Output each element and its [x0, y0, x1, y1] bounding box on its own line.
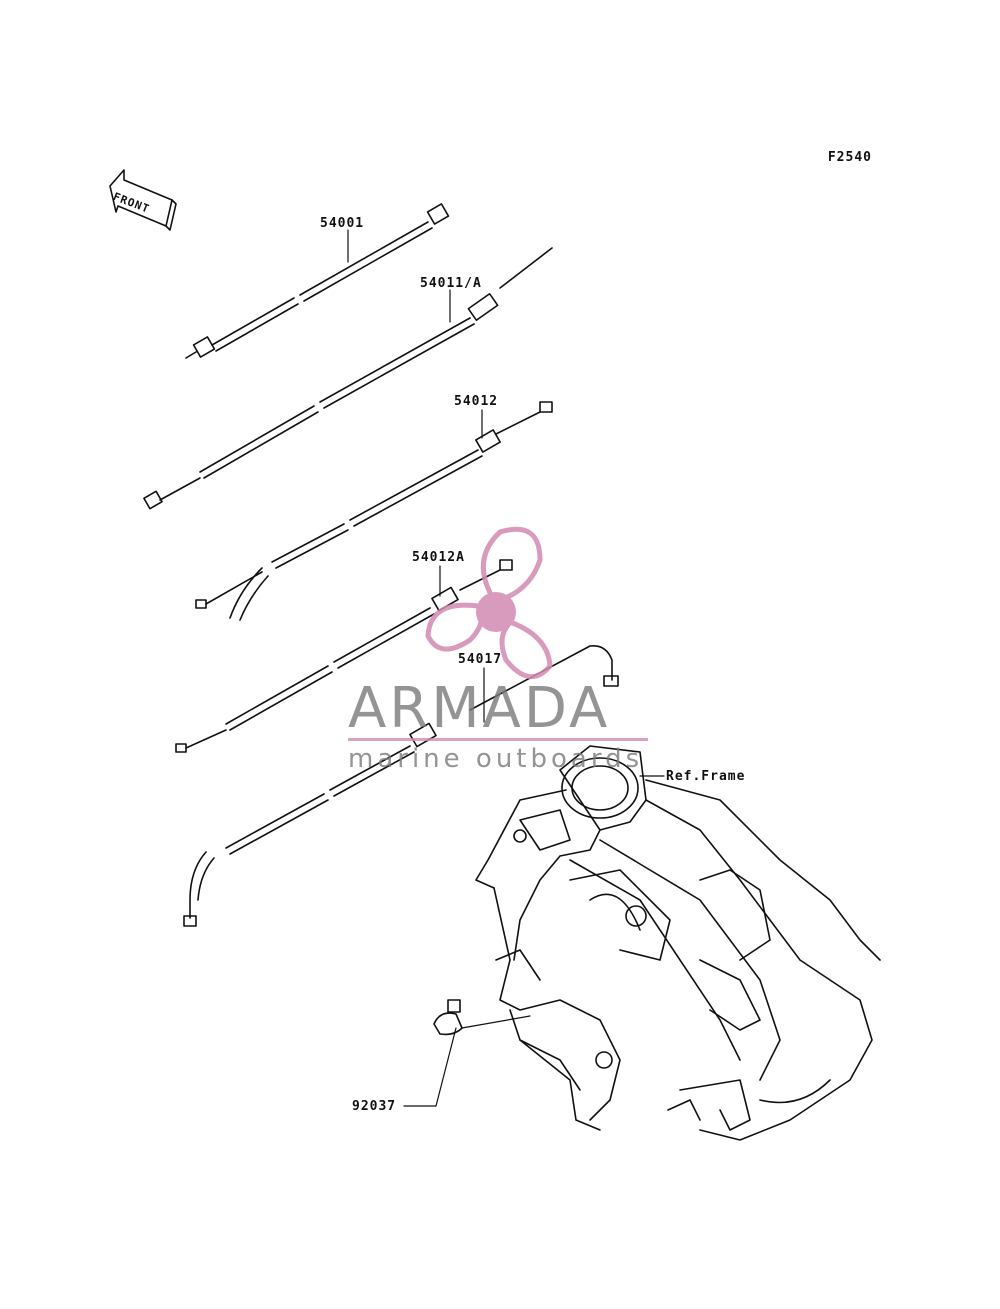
part-label-54001[interactable]: 54001 [320, 216, 365, 231]
cable-54012a [175, 559, 513, 753]
cable-54017 [183, 644, 619, 927]
reference-label: Ref.Frame [666, 769, 746, 784]
watermark-title: ARMADA [348, 676, 611, 741]
part-label-54011a[interactable]: 54011/A [420, 276, 482, 291]
cable-54012 [195, 401, 553, 621]
clamp-92037 [433, 999, 463, 1036]
part-label-54017[interactable]: 54017 [458, 652, 503, 667]
front-arrow-icon [109, 169, 177, 231]
watermark-subtitle: marine outboards [348, 744, 644, 774]
cable-54011a [143, 247, 553, 510]
part-label-92037[interactable]: 92037 [352, 1099, 397, 1114]
leader-lines [347, 229, 665, 1107]
part-label-54012[interactable]: 54012 [454, 394, 499, 409]
figure-code: F2540 [827, 150, 872, 165]
frame-drawing [475, 745, 881, 1141]
cable-54001 [185, 203, 450, 359]
armada-logo-icon [425, 526, 553, 679]
part-label-54012a[interactable]: 54012A [412, 550, 465, 565]
watermark-divider [348, 738, 648, 741]
